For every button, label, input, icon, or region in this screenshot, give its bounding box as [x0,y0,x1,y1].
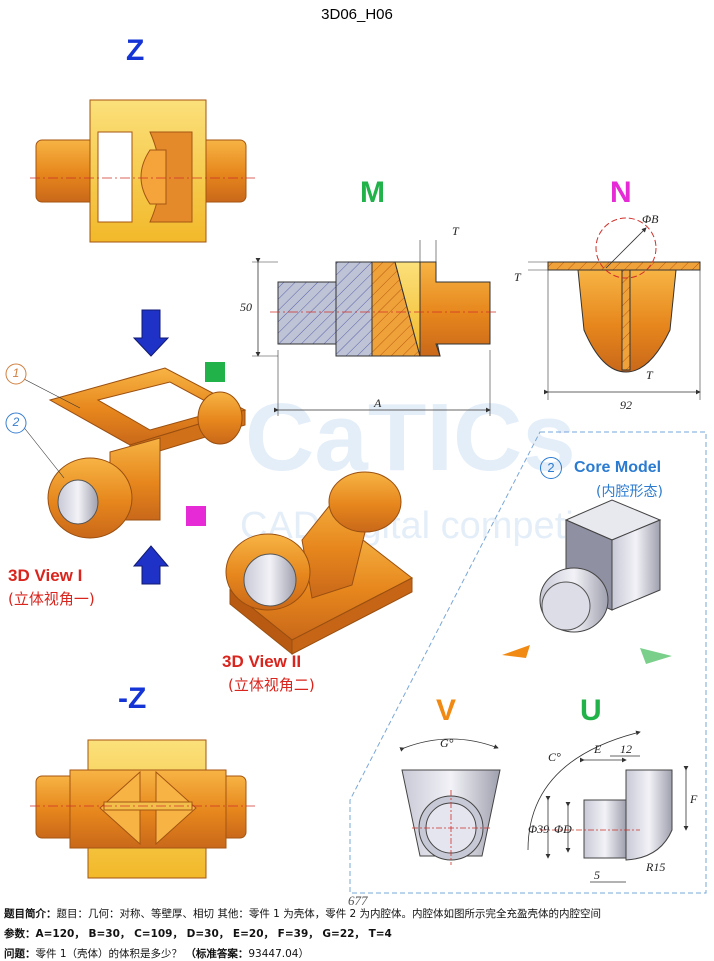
view1-subtitle: (立体视角一) [8,590,95,608]
dim-u-R15: R15 [646,860,666,874]
u-view-label: U [580,694,602,727]
dim-n-92: 92 [620,398,632,412]
document-title: 3D06_H06 [321,6,393,23]
dim-u-C: C° [548,750,561,764]
z-view-label: Z [126,34,145,67]
dim-n-T-top: T [514,270,521,284]
core-number-badge: 2 [540,457,562,479]
n-section-view [528,217,701,400]
footer-intro: 题目简介：题目：几何：对称、等壁厚、相切 其他：零件 1 为壳体，零件 2 为内… [4,906,601,921]
z-view [30,99,255,243]
core-frame [349,431,707,894]
neg-z-view [30,739,255,879]
3d-view-2 [225,471,413,656]
view2-title: 3D View II [222,652,302,671]
dim-u-F: F [690,792,698,806]
params-label: 参数： [4,928,36,940]
core-model-subtitle: (内腔形态) [596,484,663,500]
dim-m-T: T [452,224,459,238]
dim-v-G: G° [440,736,454,750]
part2-number: 2 [12,415,20,429]
answer-text: 93447.04） [248,948,309,960]
core-model-title: Core Model [574,459,662,476]
v-view [399,738,501,865]
view1-title: 3D View I [8,566,83,585]
dim-u-phi39: Φ39 [528,822,550,836]
part1-number: 1 [12,366,20,380]
view2-subtitle: (立体视角二) [228,676,315,694]
m-section-view [252,240,498,416]
dim-u-E: E [594,742,602,756]
dim-m-A: A [374,396,382,410]
question-text: 零件 1（壳体）的体积是多少？ [35,948,183,960]
params-text: A=120， B=30， C=109， D=30， E=20， F=39， G=… [35,928,392,940]
footer-question: 问题：零件 1（壳体）的体积是多少？ （标准答案：93447.04） [4,946,309,961]
answer-label: （标准答案： [185,948,249,960]
intro-text: 题目：几何：对称、等壁厚、相切 其他：零件 1 为壳体，零件 2 为内腔体。内腔… [56,908,602,920]
page-number: 677 [348,893,368,908]
3d-view-1 [5,309,247,585]
u-view [527,730,689,883]
question-label: 问题： [4,948,36,960]
dim-u-5: 5 [594,868,600,882]
dim-m-50: 50 [240,300,252,314]
dim-u-12: 12 [620,742,632,756]
v-view-label: V [436,694,457,727]
footer-params: 参数：A=120， B=30， C=109， D=30， E=20， F=39，… [4,926,392,941]
neg-z-view-label: -Z [118,682,147,715]
dim-n-T-bottom: T [646,368,653,382]
dim-n-phiB: ΦB [642,212,659,226]
n-view-label: N [610,176,632,209]
watermark-main: CaTICs [245,384,576,491]
m-view-label: M [360,176,385,209]
core-model-3d [502,499,672,664]
dim-u-phiD: ΦD [554,822,572,836]
intro-label: 题目简介： [4,908,57,920]
